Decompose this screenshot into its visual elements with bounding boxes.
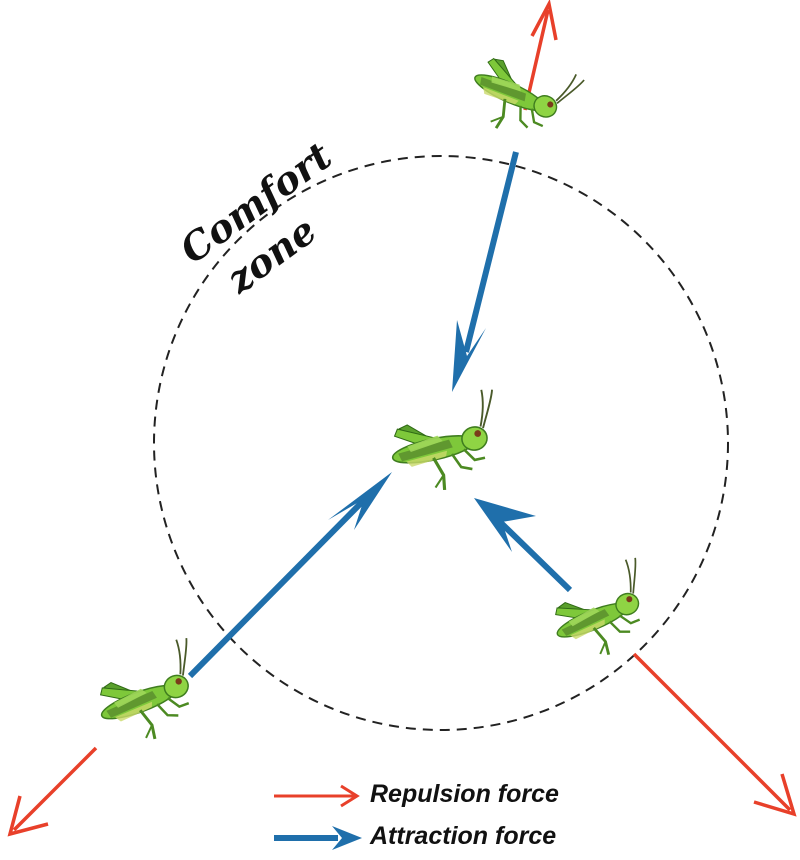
grasshopper-icon — [381, 386, 512, 501]
grasshopper-icon — [539, 554, 667, 672]
comfort-zone-circle — [153, 155, 729, 731]
grasshopper-icon — [84, 634, 217, 755]
attraction-arrow-right — [474, 498, 573, 593]
grasshopper-icon — [458, 35, 587, 155]
legend-repulsion-arrow — [274, 784, 360, 808]
legend-repulsion-label: Repulsion force — [370, 780, 559, 808]
attraction-arrow-left — [187, 472, 392, 679]
repulsion-arrow-right — [632, 652, 797, 817]
repulsion-arrow-left — [7, 746, 98, 837]
legend-attraction-label: Attraction force — [370, 822, 557, 850]
attraction-arrow-top — [452, 151, 519, 392]
legend-attraction-arrow — [274, 826, 362, 850]
